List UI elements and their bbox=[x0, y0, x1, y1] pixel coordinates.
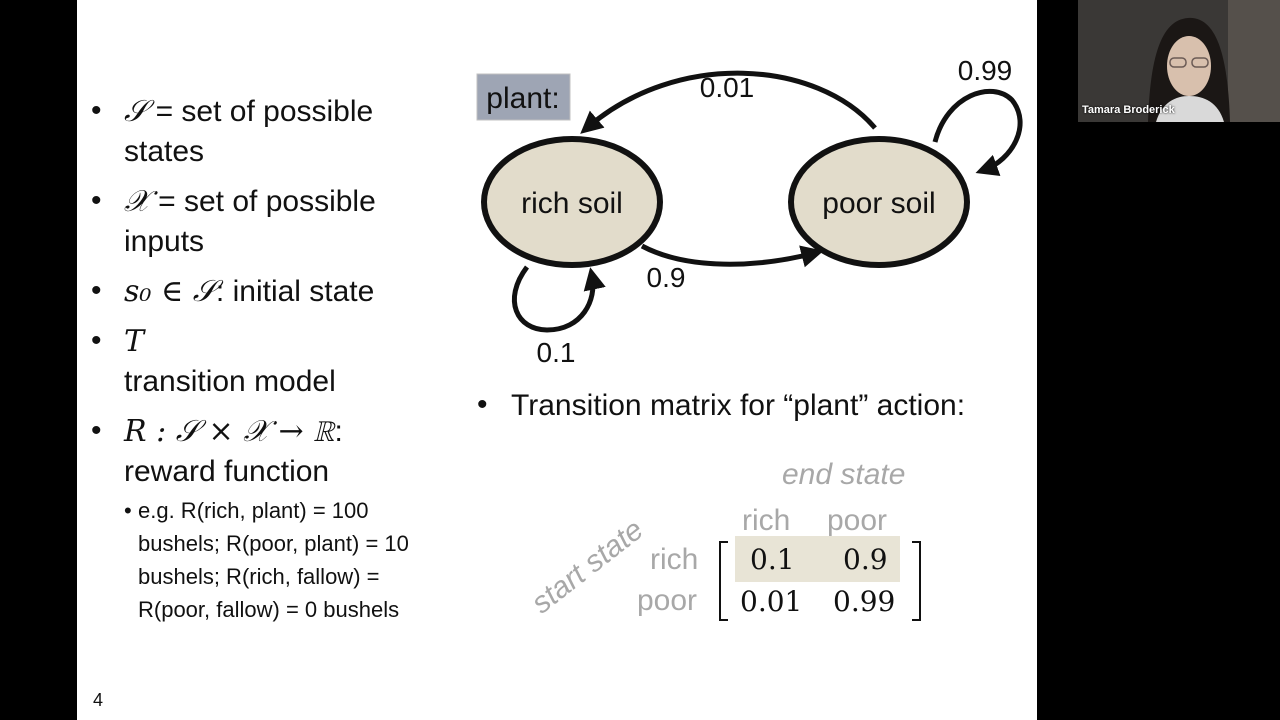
inputs-symbol: 𝒳 bbox=[124, 184, 150, 219]
shirt bbox=[1156, 96, 1224, 122]
matrix-cell: 0.9 bbox=[843, 543, 888, 576]
prob-poor-to-rich: 0.01 bbox=[700, 72, 755, 103]
bullet-text: : bbox=[334, 415, 343, 448]
node-rich-soil-label: rich soil bbox=[521, 187, 623, 220]
face bbox=[1167, 36, 1211, 96]
bullet-dot: • bbox=[91, 324, 102, 357]
subbullet-line: bushels; R(poor, plant) = 10 bbox=[138, 531, 409, 556]
matrix-row-highlight bbox=[735, 536, 900, 582]
bullet-reward: R : 𝒮 × 𝒳 → ℝ: bbox=[124, 414, 343, 450]
states-symbol: 𝒮 bbox=[124, 94, 148, 129]
bullet-cont: transition model bbox=[124, 365, 336, 398]
initial-state-math: s₀ ∈ 𝒮 bbox=[124, 274, 216, 309]
left-bracket bbox=[719, 541, 728, 621]
prob-poor-to-poor: 0.99 bbox=[958, 55, 1013, 86]
reward-math: R : 𝒮 × 𝒳 → ℝ bbox=[124, 414, 335, 449]
node-rich-soil bbox=[481, 136, 663, 268]
col-header-rich: rich bbox=[742, 504, 791, 537]
bullet-dot: • bbox=[91, 184, 102, 217]
right-bracket bbox=[912, 541, 921, 621]
page-number: 4 bbox=[93, 690, 104, 710]
end-state-label: end state bbox=[782, 458, 906, 491]
participant-video bbox=[1078, 0, 1280, 122]
action-label: plant: bbox=[486, 82, 559, 115]
slide: • 𝒮 = set of possible states • 𝒳 = set o… bbox=[77, 0, 1037, 720]
subbullet-line: bushels; R(rich, fallow) = bbox=[138, 564, 380, 589]
bullet-transition: T bbox=[124, 324, 144, 360]
self-loop-rich bbox=[511, 265, 606, 333]
participant-name: Tamara Broderick bbox=[1082, 104, 1175, 116]
state-diagram: plant: 0.01 0.9 0.1 0.99 rich soil poor … bbox=[476, 55, 1023, 368]
row-header-rich: rich bbox=[650, 543, 699, 576]
self-loop-poor bbox=[932, 89, 1023, 177]
bullet-dot: • bbox=[91, 274, 102, 307]
action-label-box bbox=[476, 73, 571, 121]
prob-rich-to-poor: 0.9 bbox=[647, 262, 686, 293]
matrix-cell: 0.99 bbox=[833, 585, 896, 618]
bullet-initial-state: s₀ ∈ 𝒮: initial state bbox=[124, 274, 374, 310]
col-header-poor: poor bbox=[827, 504, 888, 537]
transition-symbol: T bbox=[124, 324, 145, 359]
video-tile[interactable]: Tamara Broderick bbox=[1078, 0, 1280, 122]
bullet-dot: • bbox=[477, 388, 488, 421]
row-header-poor: poor bbox=[637, 584, 698, 617]
bullet-text: = set of possible bbox=[149, 185, 376, 218]
matrix-brackets bbox=[719, 541, 921, 621]
bullet-states: 𝒮 = set of possible bbox=[124, 94, 373, 130]
bullet-text: = set of possible bbox=[147, 95, 374, 128]
bullet-text: : initial state bbox=[215, 275, 375, 308]
bullet-dot: • bbox=[91, 94, 102, 127]
bullet-dot: • bbox=[91, 414, 102, 447]
bullet-cont: inputs bbox=[124, 225, 205, 258]
arrow-poor-to-rich bbox=[580, 70, 877, 134]
subbullet-dot: • bbox=[124, 498, 132, 523]
subbullet-line: R(poor, fallow) = 0 bushels bbox=[138, 597, 400, 622]
subbullet-line: e.g. R(rich, plant) = 100 bbox=[138, 498, 369, 523]
node-poor-soil bbox=[788, 136, 970, 268]
bullet-cont: reward function bbox=[124, 455, 330, 488]
matrix-bullet-text: Transition matrix for “plant” action: bbox=[511, 389, 966, 422]
arrow-rich-to-poor bbox=[640, 243, 824, 268]
matrix-cell: 0.01 bbox=[740, 585, 803, 618]
bullet-inputs: 𝒳 = set of possible bbox=[124, 184, 376, 220]
node-poor-soil-label: poor soil bbox=[822, 187, 935, 220]
matrix-cell: 0.1 bbox=[750, 543, 795, 576]
prob-rich-to-rich: 0.1 bbox=[537, 337, 576, 368]
bullet-cont: states bbox=[124, 135, 205, 168]
